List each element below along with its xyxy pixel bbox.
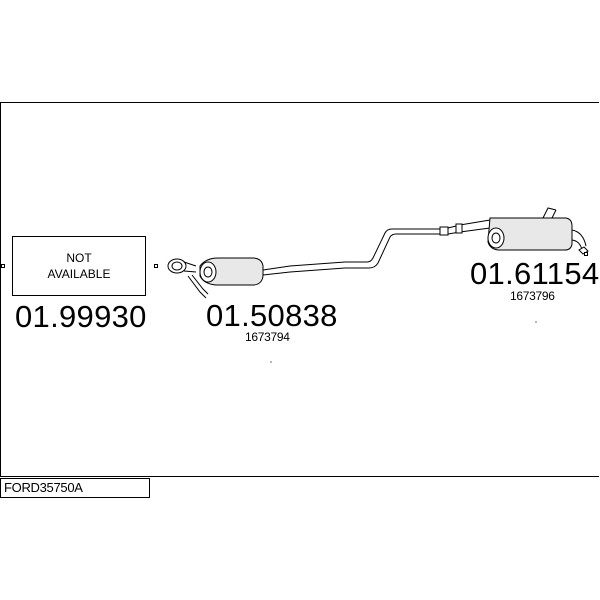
rear-silencer-drawing: [487, 207, 589, 255]
vehicle-code-box: FORD35750A: [0, 478, 150, 498]
front-silencer-drawing: [199, 257, 264, 286]
connector-square-icon: [1, 264, 5, 268]
middle-pipe-drawing: [262, 219, 491, 276]
inlet-flange-drawing: [167, 258, 209, 299]
not-available-box: NOT AVAILABLE: [12, 236, 146, 296]
connector-square-icon: [584, 252, 588, 256]
not-available-line1: NOT: [66, 251, 92, 265]
oe-number-2: 1673794: [245, 330, 290, 344]
vehicle-code: FORD35750A: [4, 480, 83, 495]
part-number-3: 01.61154: [470, 256, 600, 291]
connector-square-icon: [154, 264, 158, 268]
not-available-line2: AVAILABLE: [47, 267, 111, 281]
diagram-frame: [0, 102, 599, 477]
part-number-1: 01.99930: [15, 299, 147, 334]
oe-number-3: 1673796: [510, 289, 555, 303]
part-number-2: 01.50838: [206, 298, 338, 333]
